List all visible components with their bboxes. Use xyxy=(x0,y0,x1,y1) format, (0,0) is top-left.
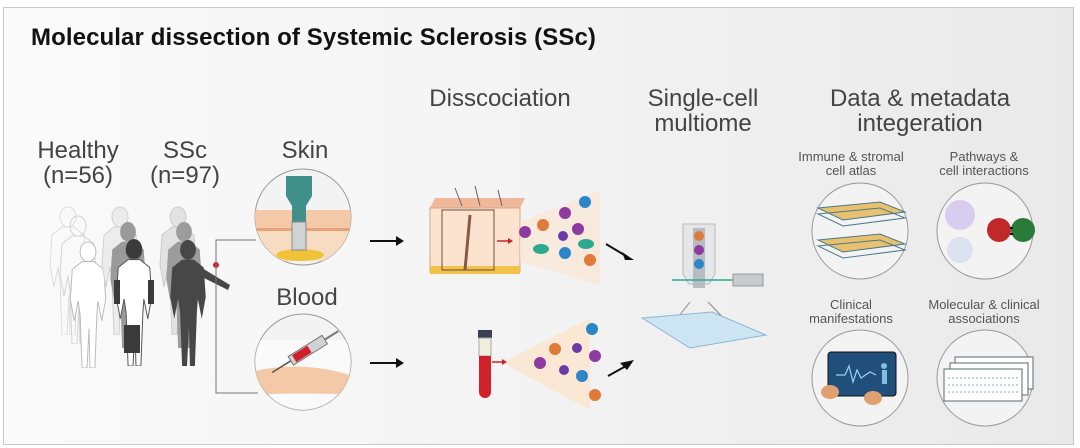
healthy-count: (n=56) xyxy=(42,162,114,190)
pathways-line1: Pathways & xyxy=(949,149,1019,164)
ssc-label: SSc (n=97) xyxy=(140,137,230,190)
clinical-tablet-icon xyxy=(811,329,909,427)
skin-dissociated-cells xyxy=(519,196,596,266)
integration-label: Data & metadata integeration xyxy=(800,85,1040,138)
pathways-line2: cell interactions xyxy=(939,163,1029,179)
ssc-mixed-figures xyxy=(101,206,154,366)
dissociation-label: Disscociation xyxy=(429,85,571,112)
single-cell-device xyxy=(640,223,768,349)
multiome-label: Single-cell multiome xyxy=(628,85,778,138)
pathways-label: Pathways & cell interactions xyxy=(924,149,1044,179)
arrow-blood-to-dissociation xyxy=(370,358,404,368)
healthy-label: Healthy (n=56) xyxy=(30,137,126,190)
arrow-blood-cells-to-multiome xyxy=(607,360,634,377)
multiome-line2: multiome xyxy=(654,110,752,138)
clinical-line2: manifestations xyxy=(809,311,893,327)
clinical-line1: Clinical xyxy=(830,297,872,312)
blood-dissociated-cells xyxy=(508,318,601,410)
skin-tissue-block xyxy=(429,185,600,285)
associations-label: Molecular & clinical associations xyxy=(914,297,1054,327)
integration-line2: integeration xyxy=(857,110,983,138)
clinical-label: Clinical manifestations xyxy=(796,297,906,327)
arrow-skin-to-dissociation xyxy=(370,236,404,246)
skin-label: Skin xyxy=(281,137,329,164)
ssc-figures xyxy=(159,206,230,366)
associations-line1: Molecular & clinical xyxy=(928,297,1040,312)
integration-line1: Data & metadata xyxy=(829,85,1011,112)
pathways-icon xyxy=(936,182,1035,280)
ssc-count: (n=97) xyxy=(149,162,221,190)
healthy-figures xyxy=(49,206,107,368)
blood-tube xyxy=(478,330,507,398)
cell-atlas-icon xyxy=(811,182,909,280)
multiome-line1: Single-cell xyxy=(647,85,759,112)
associations-table-icon xyxy=(936,329,1034,427)
sample-connector xyxy=(215,239,258,394)
ssc-title: SSc xyxy=(162,137,207,164)
atlas-label: Immune & stromal cell atlas xyxy=(786,149,916,179)
atlas-line2: cell atlas xyxy=(825,163,877,179)
associations-line2: associations xyxy=(948,311,1020,327)
blood-draw-icon xyxy=(254,313,352,411)
figure-title: Molecular dissection of Systemic Scleros… xyxy=(31,24,597,51)
arrow-skin-cells-to-multiome xyxy=(605,243,634,260)
blood-label: Blood xyxy=(276,284,338,311)
atlas-line1: Immune & stromal xyxy=(798,149,904,164)
healthy-title: Healthy xyxy=(37,137,119,164)
skin-biopsy-icon xyxy=(254,168,352,266)
